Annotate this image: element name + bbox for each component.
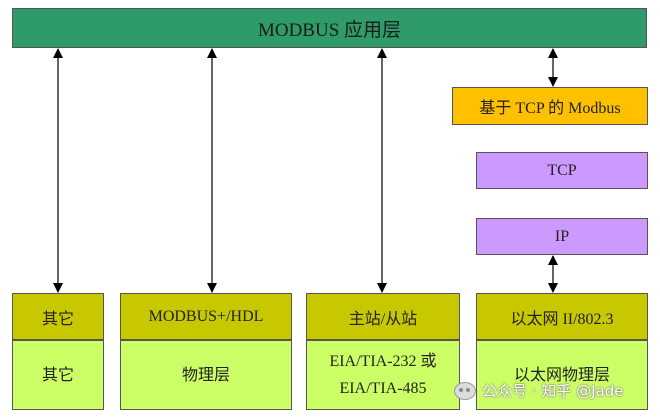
column-2-upper-box: MODBUS+/HDL bbox=[120, 293, 292, 340]
column-3-lower-line-1: EIA/TIA-232 或 bbox=[329, 353, 437, 370]
column-1-lower-box: 其它 bbox=[12, 340, 104, 410]
column-3-lower-line-2: EIA/TIA-485 bbox=[339, 380, 427, 397]
watermark-text: 公众号 · 知乎 @Jade bbox=[482, 382, 624, 400]
modbus-over-tcp-box: 基于 TCP 的 Modbus bbox=[452, 87, 648, 125]
column-1-upper-box: 其它 bbox=[12, 293, 104, 340]
column-4-lower-label: 以太网物理层 bbox=[513, 366, 610, 384]
modbus-application-layer-label: MODBUS 应用层 bbox=[257, 19, 402, 41]
column-2-lower-label: 物理层 bbox=[181, 366, 230, 384]
modbus-over-tcp-label: 基于 TCP 的 Modbus bbox=[479, 100, 621, 117]
column-4-upper-label: 以太网 II/802.3 bbox=[510, 310, 614, 328]
column-1-lower-label: 其它 bbox=[41, 366, 74, 384]
column-2-lower-box: 物理层 bbox=[120, 340, 292, 410]
column-3-lower-box: EIA/TIA-232 或 EIA/TIA-485 bbox=[306, 340, 460, 410]
column-3-upper-label: 主站/从站 bbox=[348, 310, 418, 328]
ip-label: IP bbox=[554, 227, 570, 245]
watermark: 公众号 · 知乎 @Jade bbox=[454, 380, 623, 401]
modbus-application-layer: MODBUS 应用层 bbox=[12, 8, 647, 48]
column-2-upper-label: MODBUS+/HDL bbox=[148, 307, 264, 325]
column-4-upper-box: 以太网 II/802.3 bbox=[476, 293, 648, 340]
wechat-icon bbox=[454, 381, 476, 400]
tcp-label: TCP bbox=[547, 161, 577, 179]
ip-box: IP bbox=[476, 218, 648, 255]
tcp-box: TCP bbox=[476, 152, 648, 189]
column-4-lower-box: 以太网物理层 bbox=[476, 340, 648, 410]
column-3-upper-box: 主站/从站 bbox=[306, 293, 460, 340]
column-1-upper-label: 其它 bbox=[41, 310, 74, 328]
